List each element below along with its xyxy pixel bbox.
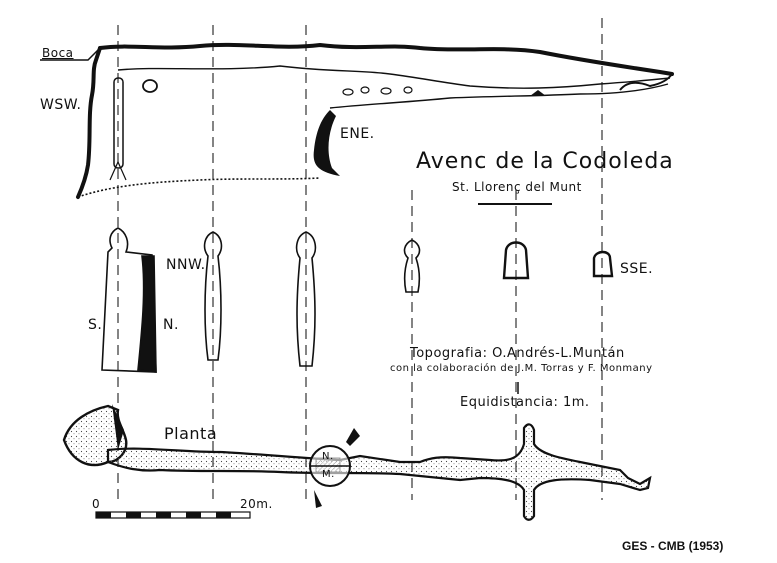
compass-north-label: N. (322, 451, 334, 462)
compass-magnetic-label: M. (322, 469, 335, 480)
north-label: N. (163, 317, 179, 333)
ene-label: ENE. (340, 126, 375, 142)
cross-sections (101, 227, 614, 373)
wsw-label: WSW. (40, 97, 82, 113)
cross-section-4 (403, 239, 421, 293)
left-wall (76, 46, 102, 199)
scale-bar (95, 511, 251, 519)
chamber-floor (77, 177, 321, 198)
nnw-label: NNW. (166, 257, 206, 273)
longitudinal-section (40, 42, 674, 199)
diagram-subtitle: St. Llorenç del Munt (452, 180, 582, 194)
sse-label: SSE. (620, 261, 654, 277)
collaboration-credit: con la colaboración de J.M. Torras y F. … (390, 363, 653, 374)
scale-end-label: 20m. (240, 497, 273, 511)
cross-section-3 (295, 231, 317, 367)
cross-section-1 (101, 227, 157, 373)
surface-line (98, 42, 674, 76)
cross-section-5 (502, 241, 530, 280)
north-arrow-bottom (314, 490, 322, 508)
scale-start-label: 0 (92, 497, 101, 511)
south-label: S. (88, 317, 103, 333)
plan-label: Planta (164, 424, 218, 443)
source-credit: GES - CMB (1953) (622, 539, 724, 553)
cross-section-6 (592, 250, 614, 278)
inner-ceiling-lower (329, 83, 669, 109)
entrance-leader (40, 47, 101, 61)
inner-ceiling (117, 65, 671, 89)
topography-credit: Topografia: O.Andrés-L.Muntán (410, 346, 625, 361)
entrance-shaft (113, 77, 124, 169)
entrance-label: Boca (42, 46, 74, 60)
ene-wall (313, 110, 340, 176)
equidistance-label: Equidistancia: 1m. (460, 395, 590, 410)
diagram-title: Avenc de la Codoleda (416, 149, 674, 174)
plan-view (62, 404, 652, 521)
cross-section-2 (203, 231, 223, 361)
north-arrow-top (346, 428, 360, 446)
